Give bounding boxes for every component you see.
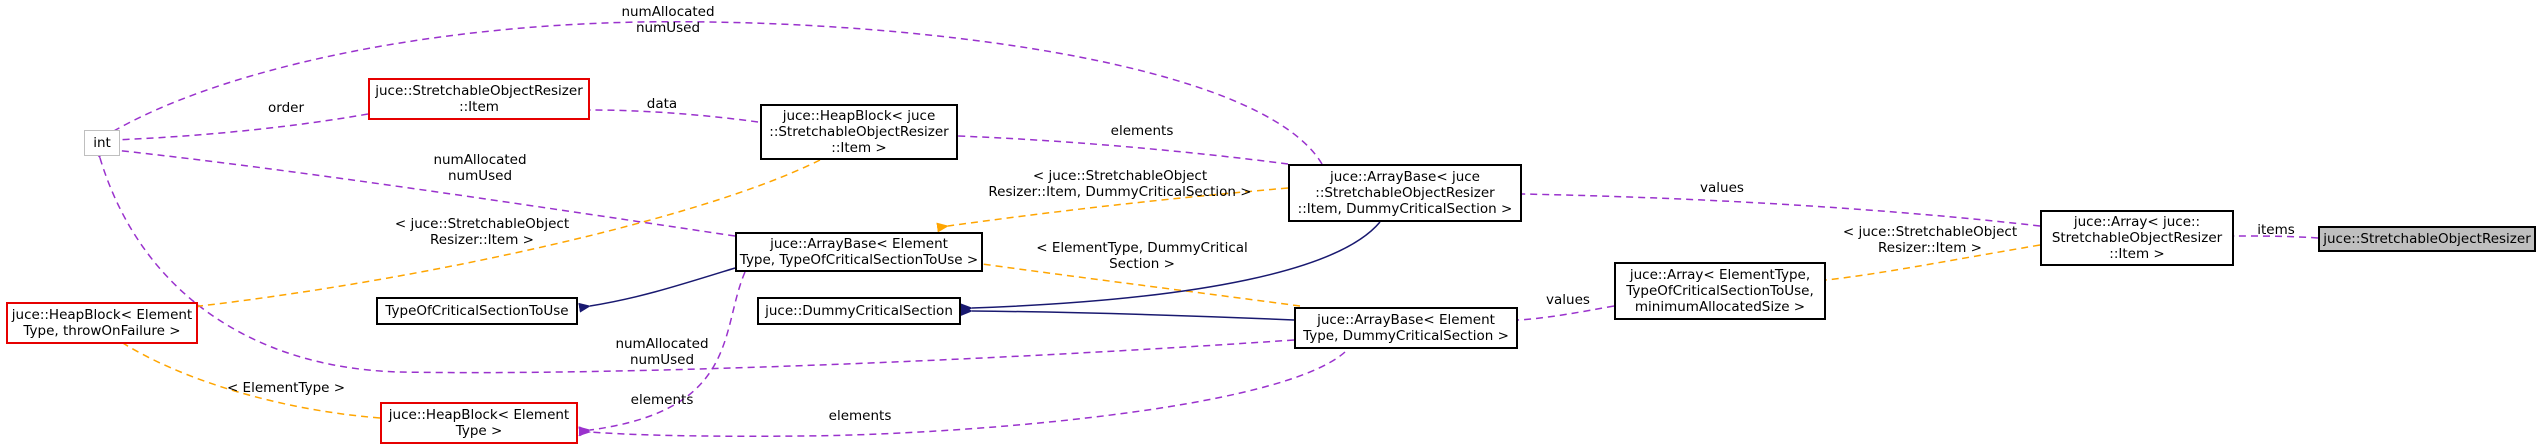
node-arraybase-generic-line-2: Type, TypeOfCriticalSectionToUse > [739,252,979,268]
edge-label-items: items [2257,222,2295,238]
node-array-item[interactable]: juce::Array< juce:: StretchableObjectRes… [2040,210,2234,266]
node-resizer-item-line-1: juce::StretchableObjectResizer [375,83,583,99]
node-heapblock-fail[interactable]: juce::HeapBlock< Element Type, throwOnFa… [6,302,198,344]
node-arraybase-elem-dummy-line-1: juce::ArrayBase< Element [1317,312,1495,328]
edge-resizer-item-to-int [102,113,369,146]
node-focus-label: juce::StretchableObjectResizer [2323,231,2531,247]
edge-label-elementtype-dummy: < ElementType, DummyCritical Section > [1036,240,1248,272]
edge-label-elements-left: elements [630,392,694,408]
node-array-item-line-2: StretchableObjectResizer [2051,230,2223,246]
node-resizer-item-line-2: ::Item [459,99,499,115]
edge-arraybase-generic-to-heapblock-elem [578,271,746,437]
edge-label-elements-top: elements [1110,123,1174,139]
node-arraybase-elem-dummy-line-2: Type, DummyCriticalSection > [1303,328,1509,344]
edge-label-template-item-right: < juce::StretchableObject Resizer::Item … [1842,224,2018,256]
edge-label-mid-numallocated: numAllocated numUsed [433,152,527,184]
edge-label-values-top: values [1700,180,1744,196]
edge-arraybase-item-to-int-top [99,20,1323,165]
node-heapblock-fail-line-2: Type, throwOnFailure > [23,323,181,339]
edge-arraybase-dummy-to-dummycs [960,305,1295,321]
node-arraybase-item[interactable]: juce::ArrayBase< juce ::StretchableObjec… [1288,164,1522,222]
edge-arraybase-generic-to-typeofcs [578,267,736,313]
node-heapblock-item[interactable]: juce::HeapBlock< juce ::StretchableObjec… [760,104,958,160]
edge-array-item-to-arraybase-item [1510,188,2041,227]
node-arraybase-item-line-1: juce::ArrayBase< juce [1329,169,1480,185]
edge-heapblock-item-to-heapblock-fail [188,159,821,313]
edge-label-low-numallocated: numAllocated numUsed [615,336,709,368]
node-heapblock-elem-line-2: Type > [455,423,503,439]
node-int-label: int [93,135,111,151]
node-heapblock-item-line-1: juce::HeapBlock< juce [782,108,936,124]
node-arraybase-item-line-2: ::StretchableObjectResizer [1315,185,1495,201]
edge-label-elementtype: < ElementType > [226,380,346,396]
node-focus-stretchable-object-resizer[interactable]: juce::StretchableObjectResizer [2318,226,2536,252]
node-array-item-line-1: juce::Array< juce:: [2073,214,2201,230]
edge-array-item-to-array-generic [1814,244,2041,287]
node-arraybase-generic[interactable]: juce::ArrayBase< Element Type, TypeOfCri… [735,232,983,272]
node-arraybase-item-line-3: ::Item, DummyCriticalSection > [1297,201,1513,217]
node-heapblock-elem-line-1: juce::HeapBlock< Element [388,407,570,423]
edge-label-values-mid: values [1546,292,1590,308]
edge-label-data: data [646,96,678,112]
node-resizer-item[interactable]: juce::StretchableObjectResizer ::Item [368,78,590,120]
node-dummycs[interactable]: juce::DummyCriticalSection [757,297,961,325]
node-array-generic[interactable]: juce::Array< ElementType, TypeOfCritical… [1614,262,1826,320]
edge-arraybase-dummy-to-heapblock-elem [578,351,1346,438]
edge-arraybase-item-to-heapblock-item [946,130,1289,165]
node-arraybase-elem-dummy[interactable]: juce::ArrayBase< Element Type, DummyCrit… [1294,307,1518,349]
edge-heapblock-elem-to-heapblock-fail [106,329,381,419]
edge-focus-to-array-item [2222,230,2319,241]
node-typeofcs-label: TypeOfCriticalSectionToUse [385,303,569,319]
edge-label-elements-bottom: elements [828,408,892,424]
node-array-generic-line-2: TypeOfCriticalSectionToUse, [1626,283,1814,299]
node-arraybase-generic-line-1: juce::ArrayBase< Element [770,236,948,252]
edge-label-template-item-mid: < juce::StretchableObject Resizer::Item,… [988,168,1252,200]
edge-arraybase-item-to-arraybase-generic [936,187,1289,233]
node-int[interactable]: int [84,130,120,156]
node-heapblock-elem[interactable]: juce::HeapBlock< Element Type > [380,402,578,444]
node-heapblock-fail-line-1: juce::HeapBlock< Element [11,307,193,323]
edge-label-top-numallocated: numAllocated numUsed [621,4,715,36]
node-heapblock-item-line-3: ::Item > [831,140,887,156]
edge-arraybase-dummy-to-int [92,146,1295,374]
edge-heapblock-item-to-resizer-item [578,104,759,123]
node-dummycs-label: juce::DummyCriticalSection [765,303,953,319]
node-array-item-line-3: ::Item > [2109,246,2165,262]
node-heapblock-item-line-2: ::StretchableObjectResizer [769,124,949,140]
node-array-generic-line-3: minimumAllocatedSize > [1634,299,1806,315]
edge-array-generic-to-arraybase-dummy [1506,305,1615,326]
edge-arraybase-item-to-dummycs [960,221,1381,314]
edge-label-template-item-left: < juce::StretchableObject Resizer::Item … [394,216,570,248]
edge-label-order: order [268,100,304,116]
node-typeofcs[interactable]: TypeOfCriticalSectionToUse [376,297,578,325]
node-array-generic-line-1: juce::Array< ElementType, [1629,267,1811,283]
edge-arraybase-generic-to-int [102,143,736,237]
